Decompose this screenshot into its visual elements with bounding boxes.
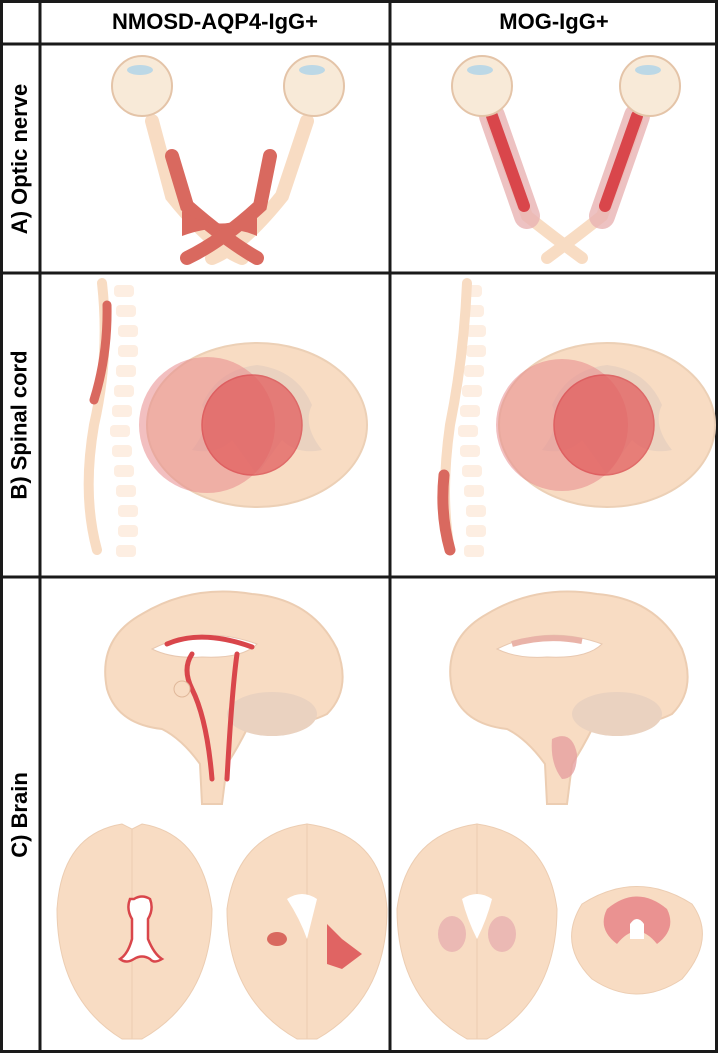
row-label-optic-nerve: A) Optic nerve [0,44,40,273]
brain-nmosd-illustration [42,579,388,1051]
optic-nerve-nmosd-illustration [42,46,388,271]
brain-mog-illustration [392,579,716,1051]
axial-slice-mog [397,824,557,1039]
row-label-spinal-cord: B) Spinal cord [0,273,40,577]
axial-slice-1 [57,824,212,1039]
optic-nerve-mog-illustration [392,46,716,271]
lesion-central [202,375,302,475]
spinal-cord-mog-illustration [392,275,716,575]
row-label-brain: C) Brain [0,577,40,1053]
column-header-mog: MOG-IgG+ [390,0,718,44]
axial-slice-2 [227,824,387,1039]
brainstem-slice-mog [572,887,703,995]
column-header-nmosd: NMOSD-AQP4-IgG+ [40,0,390,44]
column-header-label: NMOSD-AQP4-IgG+ [112,9,318,35]
column-header-label: MOG-IgG+ [499,9,608,35]
spinal-cord-nmosd-illustration [42,275,388,575]
